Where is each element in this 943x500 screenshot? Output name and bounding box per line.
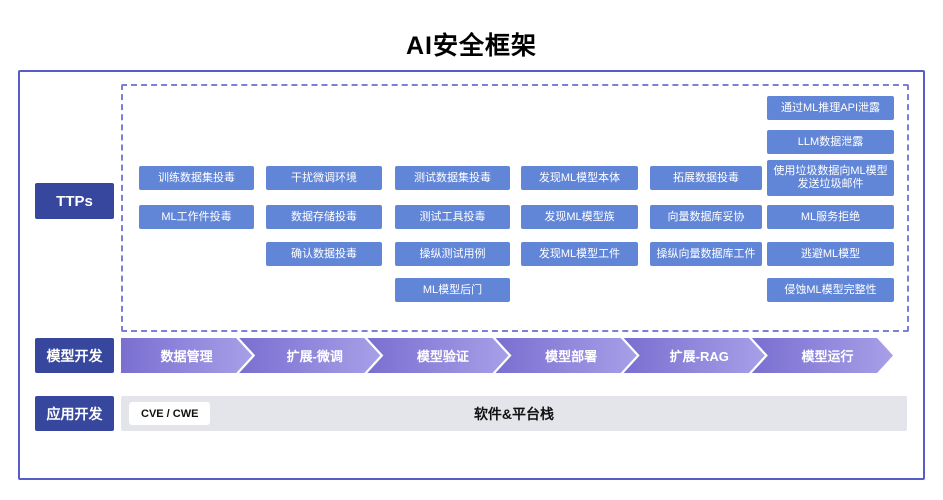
application-layer-bar: 软件&平台栈 CVE / CWE [121,396,907,431]
ttp-box: 拓展数据投毒 [650,166,762,190]
pipeline-stage-arrow: 模型验证 [367,338,508,373]
pipeline-stage-arrow: 模型运行 [752,338,893,373]
software-platform-stack-label: 软件&平台栈 [473,405,555,422]
cve-cwe-badge: CVE / CWE [129,402,211,425]
ttp-box: 通过ML推理API泄露 [767,96,894,120]
ttps-dashed-area: 训练数据集投毒 ML工作件投毒 干扰微调环境 数据存储投毒 确认数据投毒 测试数… [121,84,909,332]
ttp-box: 训练数据集投毒 [139,166,254,190]
ttp-box: 发现ML模型族 [521,205,638,229]
pipeline-stage-arrow: 扩展-微调 [239,338,380,373]
ttp-box: 确认数据投毒 [266,242,382,266]
ttp-box: ML服务拒绝 [767,205,894,229]
row-label-model-development: 模型开发 [35,338,114,373]
ttp-box: 测试数据集投毒 [395,166,510,190]
ttp-box: 使用垃圾数据向ML模型发送垃圾邮件 [767,160,894,196]
row-label-ttps: TTPs [35,183,114,219]
ttp-box: 侵蚀ML模型完整性 [767,278,894,302]
ttp-box: 发现ML模型工件 [521,242,638,266]
pipeline-stage-arrow: 模型部署 [496,338,637,373]
ttp-box: 发现ML模型本体 [521,166,638,190]
ttp-box: 数据存储投毒 [266,205,382,229]
ttp-box: ML模型后门 [395,278,510,302]
ttp-box: ML工作件投毒 [139,205,254,229]
page-title: AI安全框架 [405,32,537,60]
ttp-box: 干扰微调环境 [266,166,382,190]
ttp-box: 操纵向量数据库工件 [650,242,762,266]
ttp-box: 向量数据库妥协 [650,205,762,229]
ttp-box: 测试工具投毒 [395,205,510,229]
framework-container: TTPs 模型开发 应用开发 训练数据集投毒 ML工作件投毒 干扰微调环境 数据… [18,70,925,480]
ttp-box: LLM数据泄露 [767,130,894,154]
ttp-box: 逃避ML模型 [767,242,894,266]
row-label-application-development: 应用开发 [35,396,114,431]
pipeline-stage-arrow: 扩展-RAG [624,338,765,373]
pipeline-stage-arrow: 数据管理 [121,338,252,373]
model-dev-pipeline: 数据管理 扩展-微调 模型验证 模型部署 扩展-RAG 模型运行 [121,338,893,373]
ttp-box: 操纵测试用例 [395,242,510,266]
